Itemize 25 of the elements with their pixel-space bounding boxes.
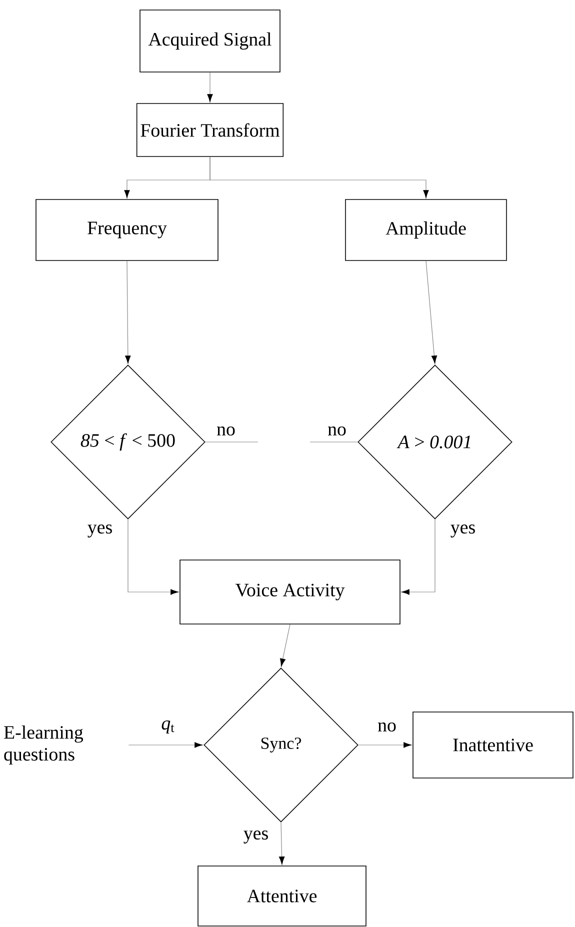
arrow xyxy=(210,156,429,198)
edge-label: no xyxy=(326,425,348,437)
arrow xyxy=(401,519,436,595)
process-box: Voice Activity xyxy=(180,560,400,624)
arrow xyxy=(125,260,131,364)
arrow xyxy=(279,822,285,865)
process-box: Inattentive xyxy=(412,712,574,778)
process-box: Attentive xyxy=(198,866,366,926)
process-box: Fourier Transform xyxy=(136,103,284,157)
arrow xyxy=(128,519,179,595)
arrow xyxy=(358,742,412,748)
input-label: E-learning questions xyxy=(4,725,84,765)
edge-label: q$_{t}$ xyxy=(160,720,176,734)
edge-label: no xyxy=(216,425,236,437)
edge-label: yes xyxy=(449,524,477,538)
process-box: Acquired Signal xyxy=(140,10,280,72)
edge-label: no xyxy=(376,721,398,733)
arrow xyxy=(280,624,290,667)
arrow xyxy=(207,72,213,102)
arrow xyxy=(128,742,203,748)
process-box: Amplitude xyxy=(345,199,507,261)
edge-label: yes xyxy=(242,830,270,844)
arrow xyxy=(426,260,438,364)
edge-label: yes xyxy=(86,524,114,538)
process-box: Frequency xyxy=(36,199,218,261)
